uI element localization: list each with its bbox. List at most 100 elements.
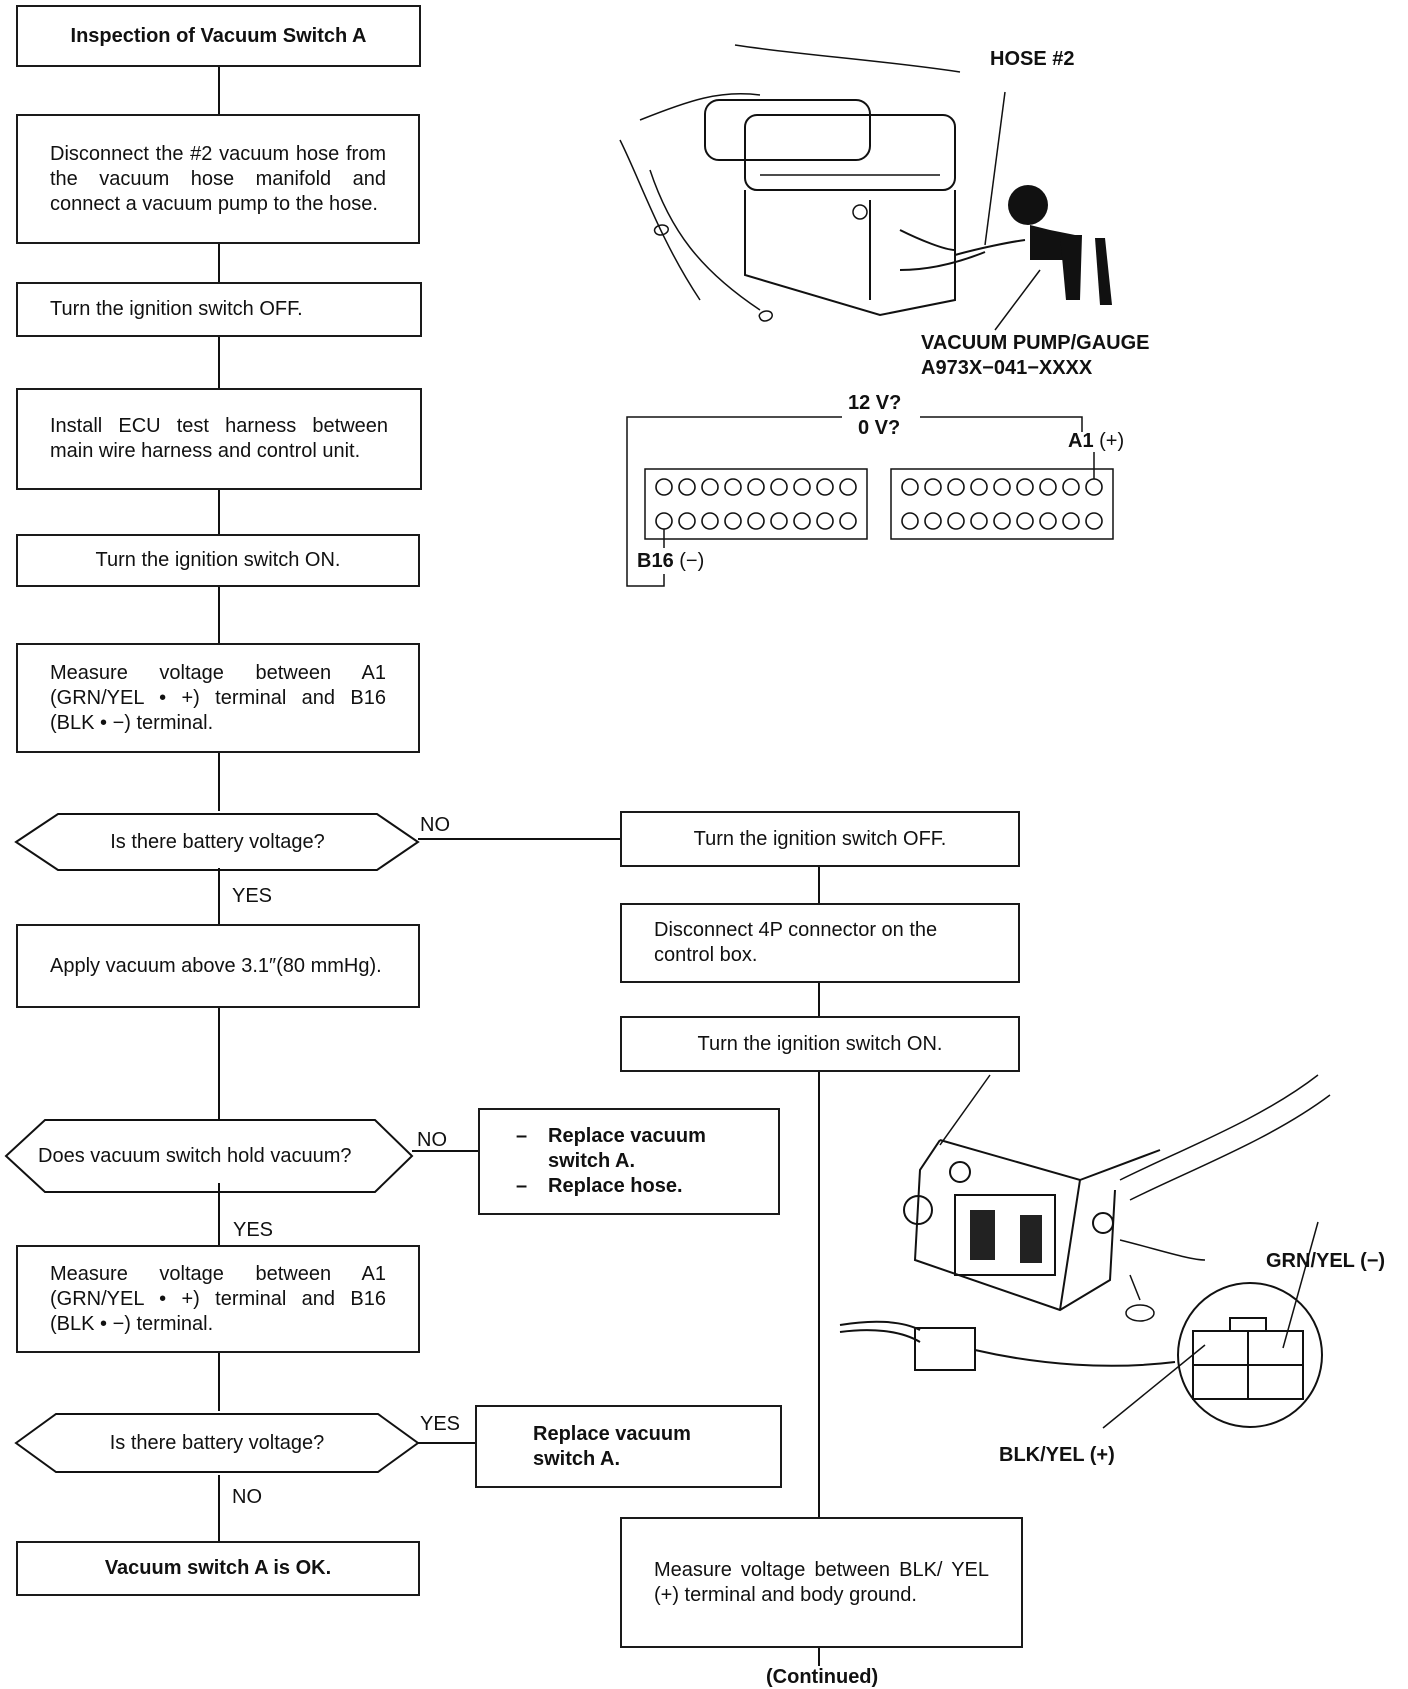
connector-pin (1085, 512, 1103, 530)
connector-pin (724, 512, 742, 530)
step-measure-voltage-2-box: Measure voltage between A1 (GRN/YEL • +)… (16, 1245, 420, 1353)
connector-pin (947, 478, 965, 496)
connector-pin (1016, 478, 1034, 496)
right-measure-voltage-text: Measure voltage between BLK/ YEL (+) ter… (654, 1558, 989, 1606)
blk-yel-terminal-label: BLK/YEL (+) (999, 1444, 1115, 1466)
connector-pin (816, 512, 834, 530)
connector-pin (747, 478, 765, 496)
connector-pin (770, 478, 788, 496)
connector-pin (993, 478, 1011, 496)
step-apply-vacuum-text: Apply vacuum above 3.1″(80 mmHg). (50, 954, 382, 977)
step-install-harness-text: Install ECU test harness between main wi… (50, 415, 388, 462)
control-box-illustration (839, 1074, 1331, 1429)
step-apply-vacuum-box: Apply vacuum above 3.1″(80 mmHg). (16, 924, 420, 1008)
no-label: NO (232, 1486, 262, 1508)
action-replace-switch-text: Replace vacuum switch A. (533, 1422, 691, 1470)
connector-pin (1062, 478, 1080, 496)
connector-pin (947, 512, 965, 530)
connector-pin (901, 478, 919, 496)
action-replace-list: Replace vacuum switch A. Replace hose. (516, 1124, 754, 1199)
connector-pin (970, 512, 988, 530)
connector-pin (970, 478, 988, 496)
yes-label: YES (232, 885, 273, 907)
step-measure-voltage-text: Measure voltage between A1 (GRN/YEL • +)… (50, 661, 386, 734)
right-ignition-off-text: Turn the ignition switch OFF. (693, 827, 947, 850)
decision-battery-voltage-2: Is there battery voltage? (58, 1414, 376, 1472)
decision-battery-voltage-2-text: Is there battery voltage? (109, 1431, 325, 1454)
connector-pin (816, 478, 834, 496)
connector-pin (1039, 478, 1057, 496)
a1-terminal-polarity: (+) (1099, 430, 1125, 452)
connector-pin (770, 512, 788, 530)
right-disconnect-4p-text: Disconnect 4P connector on the control b… (654, 919, 938, 966)
yes-label: YES (420, 1413, 461, 1435)
step-disconnect-hose-text: Disconnect the #2 vacuum hose from the v… (50, 142, 386, 215)
decision-battery-voltage-1: Is there battery voltage? (60, 814, 375, 870)
step-ignition-off-box: Turn the ignition switch OFF. (16, 282, 422, 337)
action-replace-switch-and-hose-box: Replace vacuum switch A. Replace hose. (478, 1108, 780, 1215)
step-measure-voltage-box: Measure voltage between A1 (GRN/YEL • +)… (16, 643, 420, 753)
connector-pin (1039, 512, 1057, 530)
action-replace-item: Replace vacuum switch A. (516, 1124, 754, 1174)
right-ignition-on-text: Turn the ignition switch ON. (697, 1032, 943, 1055)
vacuum-pump-label: VACUUM PUMP/GAUGE (921, 332, 1150, 354)
continued-label: (Continued) (766, 1666, 879, 1688)
result-ok-box: Vacuum switch A is OK. (16, 1541, 420, 1596)
connector-pin (701, 512, 719, 530)
no-label: NO (417, 1129, 447, 1151)
voltage-0v-label: 0 V? (858, 417, 901, 439)
step-disconnect-hose-box: Disconnect the #2 vacuum hose from the v… (16, 114, 420, 244)
connector-pin (839, 512, 857, 530)
grn-yel-terminal-label: GRN/YEL (−) (1266, 1250, 1386, 1272)
connector-pin (1085, 478, 1103, 496)
right-ignition-off-box: Turn the ignition switch OFF. (620, 811, 1020, 867)
step-ignition-off-text: Turn the ignition switch OFF. (50, 298, 303, 320)
action-replace-switch-box: Replace vacuum switch A. (475, 1405, 782, 1488)
connector-pin (924, 512, 942, 530)
connector-pin (655, 512, 673, 530)
connector-pin (678, 478, 696, 496)
connector-pin (901, 512, 919, 530)
right-measure-voltage-box: Measure voltage between BLK/ YEL (+) ter… (620, 1517, 1023, 1648)
decision-hold-vacuum: Does vacuum switch hold vacuum? (38, 1120, 378, 1192)
decision-hold-vacuum-text: Does vacuum switch hold vacuum? (38, 1144, 352, 1167)
engine-bay-illustration (619, 44, 1112, 331)
action-replace-item: Replace hose. (516, 1174, 754, 1199)
connector-pin (1062, 512, 1080, 530)
result-ok-text: Vacuum switch A is OK. (104, 1557, 332, 1579)
decision-battery-voltage-1-text: Is there battery voltage? (110, 830, 325, 853)
connector-pin (993, 512, 1011, 530)
right-disconnect-4p-box: Disconnect 4P connector on the control b… (620, 903, 1020, 983)
connector-pin (678, 512, 696, 530)
decision-shape (4, 1119, 414, 1193)
voltage-12v-label: 12 V? (848, 392, 902, 414)
hose-2-label: HOSE #2 (990, 48, 1075, 70)
flowchart-title-box: Inspection of Vacuum Switch A (16, 5, 421, 67)
b16-terminal-name: B16 (637, 550, 674, 572)
step-ignition-on-box: Turn the ignition switch ON. (16, 534, 420, 587)
decision-shape (14, 813, 420, 871)
a1-terminal-label: A1 (+) (1068, 430, 1124, 453)
connector-pin (839, 478, 857, 496)
decision-shape (14, 1413, 420, 1473)
step-install-harness-box: Install ECU test harness between main wi… (16, 388, 422, 490)
ecu-connector-diagram (626, 416, 1114, 587)
connector-pin (747, 512, 765, 530)
b16-terminal-label: B16 (−) (637, 550, 704, 573)
step-ignition-on-text: Turn the ignition switch ON. (95, 549, 341, 571)
vacuum-pump-part-number: A973X−041−XXXX (921, 357, 1093, 379)
connector-pins-left (655, 478, 857, 530)
b16-terminal-polarity: (−) (679, 550, 705, 572)
connector-pin (724, 478, 742, 496)
step-measure-voltage-2-text: Measure voltage between A1 (GRN/YEL • +)… (50, 1262, 386, 1335)
connector-pin (701, 478, 719, 496)
yes-label: YES (233, 1219, 274, 1241)
flowchart-title: Inspection of Vacuum Switch A (70, 24, 367, 47)
a1-terminal-name: A1 (1068, 430, 1094, 452)
connector-pin (1016, 512, 1034, 530)
no-label: NO (420, 814, 450, 836)
connector-pin (793, 512, 811, 530)
connector-pins-right (901, 478, 1103, 530)
